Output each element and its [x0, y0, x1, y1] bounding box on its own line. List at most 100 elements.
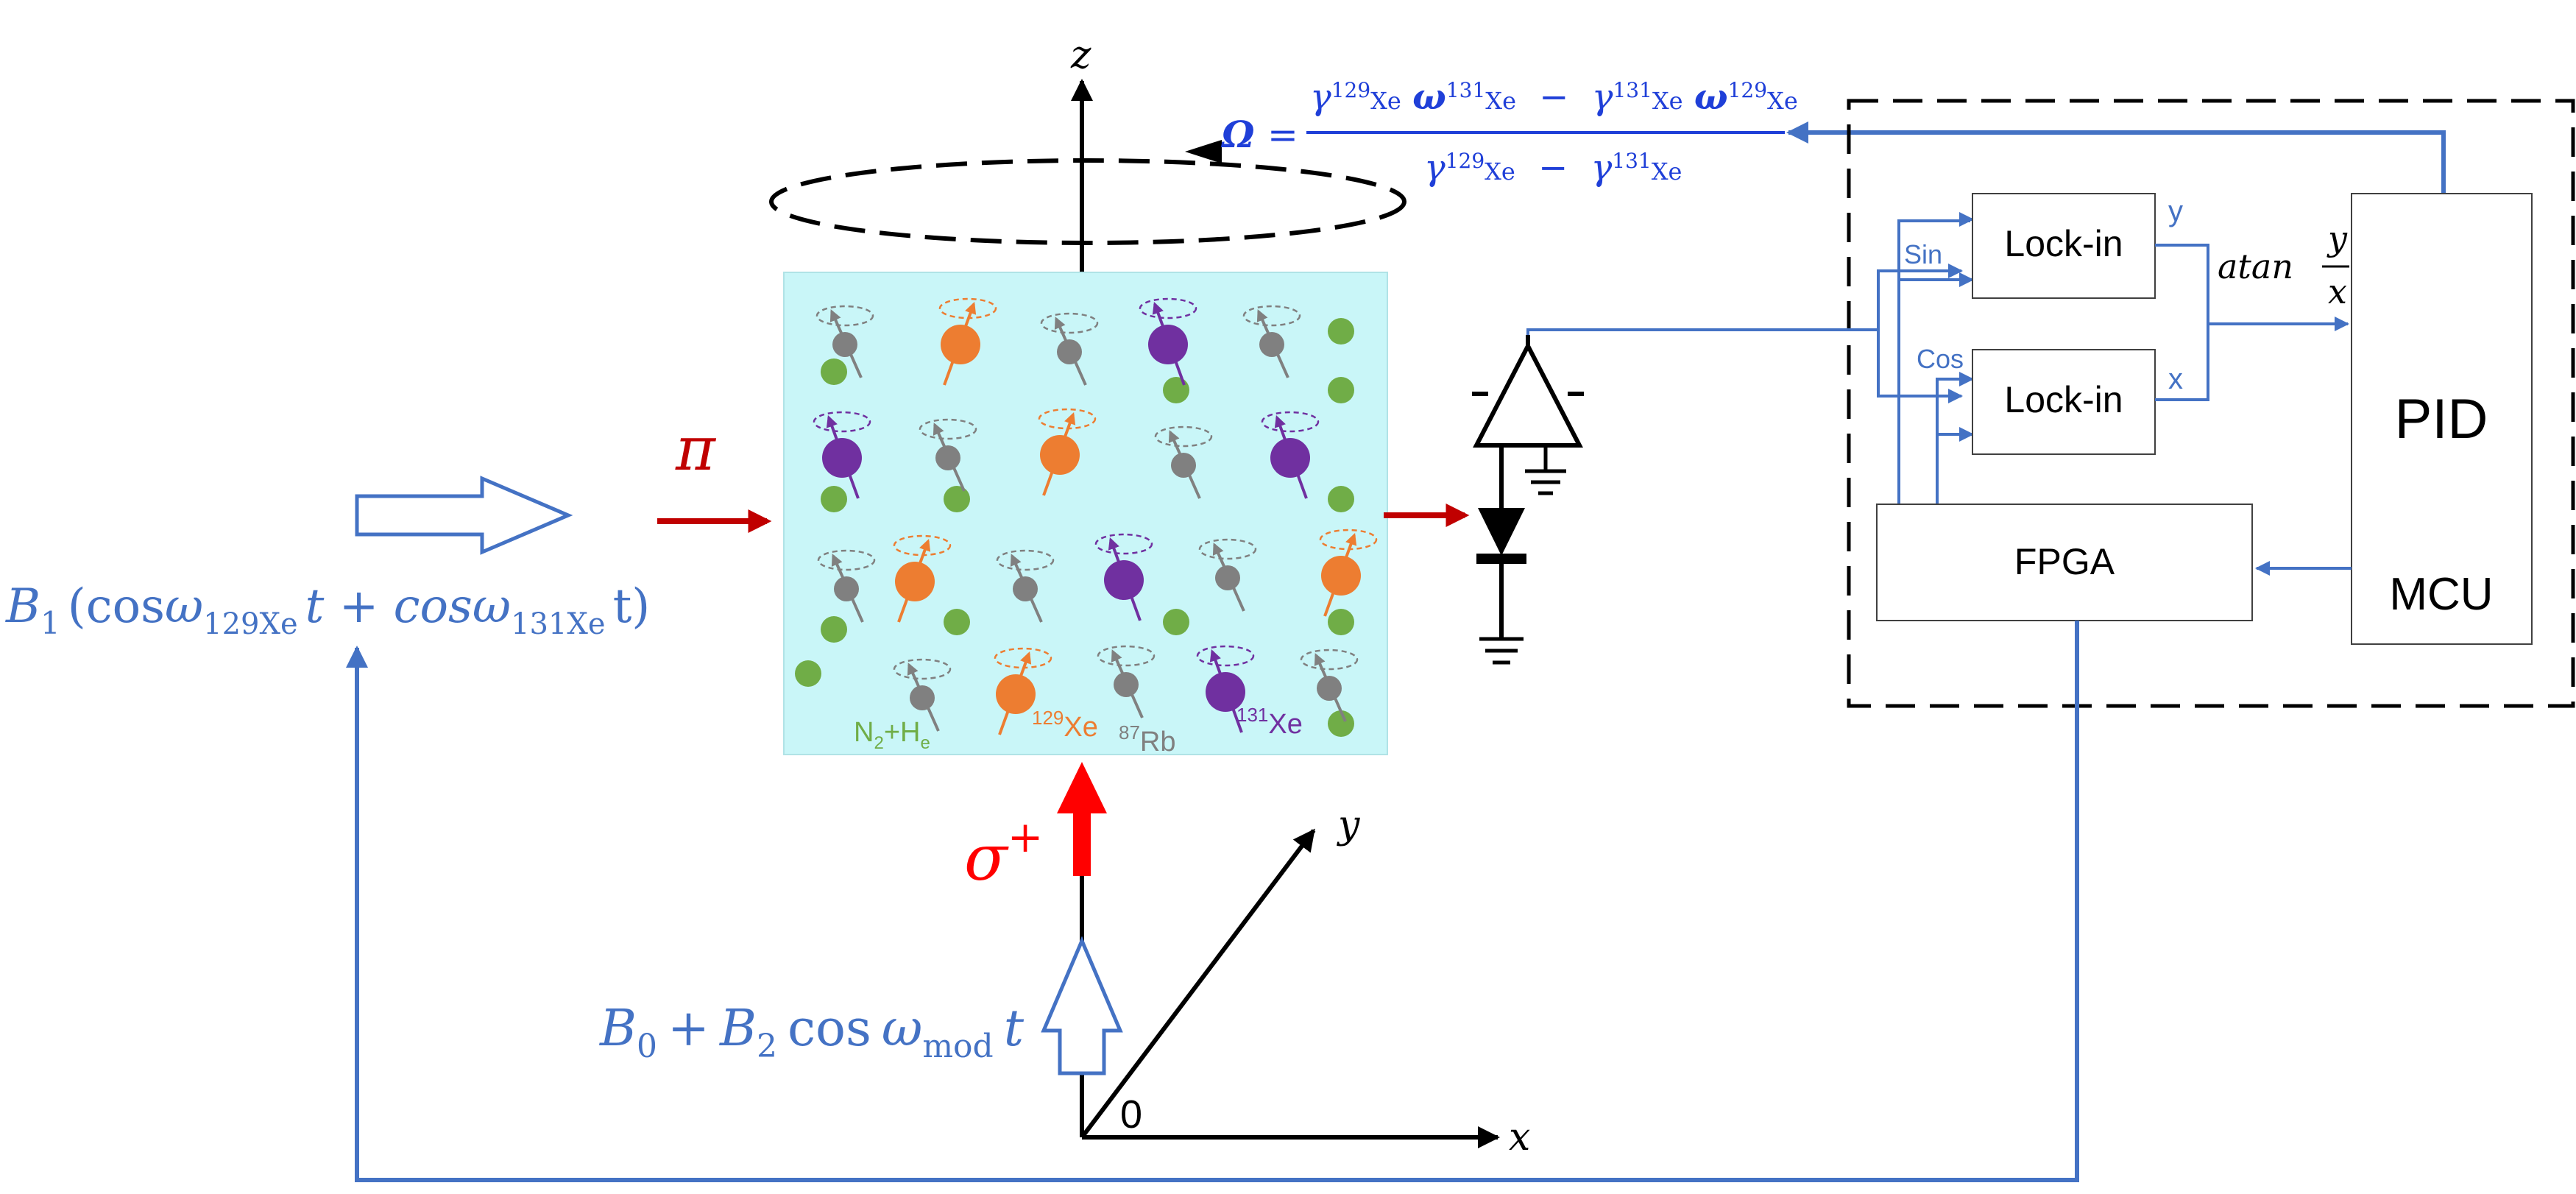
pid-mcu-box: PID MCU — [2351, 193, 2533, 645]
rb87-atom — [1057, 339, 1082, 364]
rotation-rate-equation: Ω = γ129Xe ω131Xe − γ131Xe ω129Xe γ129Xe… — [1220, 77, 1798, 188]
buffer-gas-atom — [1163, 609, 1189, 635]
spin-precession-ring — [893, 658, 952, 680]
pi-label: π — [675, 414, 717, 484]
spin-precession-ring — [1198, 538, 1257, 560]
b0-field-arrow — [1041, 936, 1123, 1075]
spin-precession-ring — [1154, 425, 1213, 448]
spin-precession-ring — [1261, 411, 1320, 433]
precession-ellipse — [769, 158, 1406, 245]
buffer-gas-atom — [1328, 486, 1354, 512]
atan-label: atan — [2218, 247, 2293, 286]
xe131-atom — [1104, 560, 1144, 600]
buffer-gas-atom — [795, 660, 821, 687]
lockin-bottom-label: Lock-in — [2004, 379, 2123, 420]
z-axis-label: z — [1070, 33, 1091, 77]
buffer-gas-atom — [1328, 377, 1354, 403]
signal-line — [1526, 328, 1878, 335]
xe131-atom — [822, 438, 862, 478]
cell-particles — [795, 297, 1378, 737]
b1-drive-line — [346, 621, 2079, 1182]
pump-beam: σ+ — [964, 762, 1107, 895]
rb87-atom — [1317, 676, 1342, 701]
rb87-atom — [1114, 672, 1139, 697]
rb87-label: 87Rb — [1119, 721, 1176, 757]
spin-precession-ring — [1040, 312, 1099, 334]
atan-expression: atan y x — [2218, 219, 2349, 311]
spin-precession-ring — [996, 549, 1055, 571]
lockin-bottom: Lock-in — [1972, 349, 2156, 455]
lockin-top: Lock-in — [1972, 193, 2156, 299]
rb87-atom — [935, 445, 960, 470]
lockin-top-label: Lock-in — [2004, 223, 2123, 264]
spin-precession-ring — [1300, 649, 1359, 671]
buffer-gas-atom — [1328, 609, 1354, 635]
x-axis-label: x — [1509, 1115, 1530, 1159]
xe131-atom — [1148, 325, 1188, 364]
z-axis: z — [1070, 33, 1093, 272]
equation-numerator: γ129Xe ω131Xe − γ131Xe ω129Xe — [1310, 77, 1798, 118]
rb87-atom — [1259, 332, 1284, 357]
precession-arrow-icon — [1185, 140, 1222, 163]
spin-precession-ring — [1139, 297, 1197, 319]
rb87-atom — [1215, 565, 1240, 590]
buffer-gas-atom — [821, 486, 847, 512]
spin-precession-ring — [1196, 645, 1255, 667]
x-output-label: x — [2168, 363, 2183, 395]
rb87-atom — [1171, 453, 1196, 478]
photodiode — [1472, 335, 1584, 665]
y-axis-label: y — [1337, 803, 1360, 847]
rb87-atom — [834, 576, 859, 601]
buffer-gas-atom — [821, 358, 847, 385]
b1-field-arrow — [355, 476, 573, 555]
probe-beam: π — [657, 414, 772, 533]
buffer-gas-atom — [821, 616, 847, 643]
xe131-label: 131Xe — [1236, 704, 1303, 740]
spin-precession-ring — [1097, 645, 1156, 667]
mcu-label: MCU — [2389, 569, 2493, 620]
xe129-atom — [941, 325, 980, 364]
spin-precession-ring — [813, 411, 871, 433]
pid-label: PID — [2395, 388, 2488, 451]
equation-denominator: γ129Xe − γ131Xe — [1424, 147, 1682, 188]
xy-axes: x y 0 — [1080, 803, 1530, 1159]
xe129-atom — [1321, 556, 1361, 596]
fpga-label: FPGA — [2014, 541, 2115, 582]
xe129-atom — [1040, 435, 1080, 475]
spin-precession-ring — [1094, 533, 1153, 555]
buffer-gas-atom — [1328, 710, 1354, 737]
x-output-line — [2155, 317, 2349, 401]
atan-denominator: x — [2328, 272, 2347, 311]
omega-feedback-line — [1786, 121, 2446, 193]
cos-reference-line — [1936, 372, 1974, 504]
sin-label: Sin — [1904, 239, 1942, 269]
xe129-atom — [895, 562, 935, 601]
signal-to-lockin-top — [1877, 264, 1963, 330]
atan-numerator: y — [2326, 219, 2348, 258]
rb87-atom — [1013, 576, 1038, 601]
y-output-label: y — [2168, 195, 2183, 227]
cos-label: Cos — [1917, 344, 1964, 374]
cell-labels: N2+He 129Xe 87Rb 131Xe — [854, 704, 1303, 757]
signal-to-lockin-bottom — [1877, 330, 1963, 403]
sin-reference-line — [1897, 212, 1974, 504]
xe129-atom — [996, 674, 1036, 714]
omega-symbol: Ω — [1220, 113, 1255, 156]
xe131-atom — [1270, 438, 1310, 478]
rb87-atom — [910, 685, 935, 710]
equals-sign: = — [1267, 113, 1298, 156]
fpga-box: FPGA — [1876, 504, 2253, 621]
spin-precession-ring — [817, 549, 876, 571]
spin-precession-ring — [815, 305, 874, 327]
origin-label: 0 — [1120, 1092, 1142, 1137]
spin-precession-ring — [919, 418, 977, 440]
buffer-gas-atom — [944, 486, 970, 512]
buffer-gas-atom — [1163, 377, 1189, 403]
xe131-atom — [1206, 672, 1245, 712]
vapor-cell — [783, 272, 1388, 755]
buffer-gas-atom — [944, 609, 970, 635]
buffer-gas-atom — [1328, 318, 1354, 345]
